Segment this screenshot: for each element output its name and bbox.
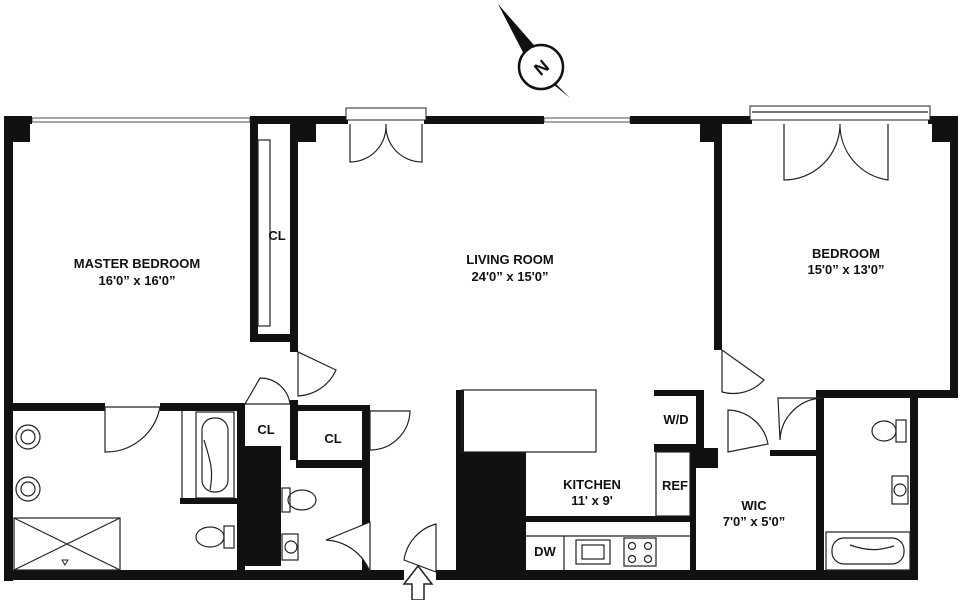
label-dishwasher: DW (534, 544, 556, 559)
window-master (31, 117, 251, 123)
cooktop-icon (623, 537, 657, 567)
bathtub-bedroom-icon (825, 531, 911, 571)
sink-powder-icon (281, 533, 299, 561)
room-name-wic: WIC (741, 498, 767, 513)
bathtub-master-icon (195, 411, 235, 499)
door-wic (727, 409, 769, 453)
toilet-bedroom-icon (871, 419, 907, 443)
doors (104, 123, 889, 573)
room-size-master-bedroom: 16'0” x 16'0” (98, 273, 175, 288)
label-washer-dryer: W/D (663, 412, 688, 427)
refrigerator-box (655, 451, 691, 517)
room-name-living-room: LIVING ROOM (466, 252, 553, 267)
shower-icon (13, 517, 121, 571)
toilet-master-icon (195, 525, 235, 549)
label-refrigerator: REF (662, 478, 688, 493)
door-closet-right (369, 410, 411, 451)
sink-top-icon (15, 424, 41, 450)
window-living (543, 117, 631, 123)
windows (31, 105, 931, 123)
sink-bedroom-icon (891, 475, 909, 505)
toilet-powder-icon (281, 487, 317, 513)
door-closet-left (243, 377, 291, 405)
door-bedroom-hall (721, 348, 765, 395)
door-living-hall (297, 351, 337, 397)
interior-walls (13, 124, 916, 573)
fixtures (13, 411, 911, 571)
room-size-bedroom: 15'0” x 13'0” (807, 262, 884, 277)
door-powder-room (325, 521, 371, 573)
exterior-walls (4, 116, 958, 581)
room-size-kitchen: 11' x 9' (571, 493, 613, 508)
door-bedroom-bath (777, 397, 823, 441)
closet-shelf (257, 139, 271, 327)
room-size-living-room: 24'0” x 15'0” (471, 269, 548, 284)
label-closet-master: CL (268, 228, 285, 243)
balcony-door-bedroom (749, 105, 931, 121)
room-name-kitchen: KITCHEN (563, 477, 621, 492)
room-labels: MASTER BEDROOM 16'0” x 16'0” LIVING ROOM… (74, 228, 885, 559)
door-entry (403, 523, 437, 573)
sink-bottom-icon (15, 476, 41, 502)
door-bedroom-balcony (783, 123, 889, 181)
balcony-door-living (345, 107, 427, 121)
room-name-bedroom: BEDROOM (812, 246, 880, 261)
door-master-bath (104, 406, 161, 453)
label-closet-hall-left: CL (257, 422, 274, 437)
door-living-balcony (349, 123, 423, 163)
label-closet-hall-right: CL (324, 431, 341, 446)
room-name-master-bedroom: MASTER BEDROOM (74, 256, 200, 271)
entry-arrow-icon (402, 564, 434, 600)
room-size-wic: 7'0” x 5'0” (723, 514, 786, 529)
compass-ring (517, 43, 565, 91)
interior-details (181, 139, 691, 570)
kitchen-island (461, 389, 597, 453)
kitchen-sink-icon (575, 539, 611, 565)
compass: N (498, 4, 570, 98)
